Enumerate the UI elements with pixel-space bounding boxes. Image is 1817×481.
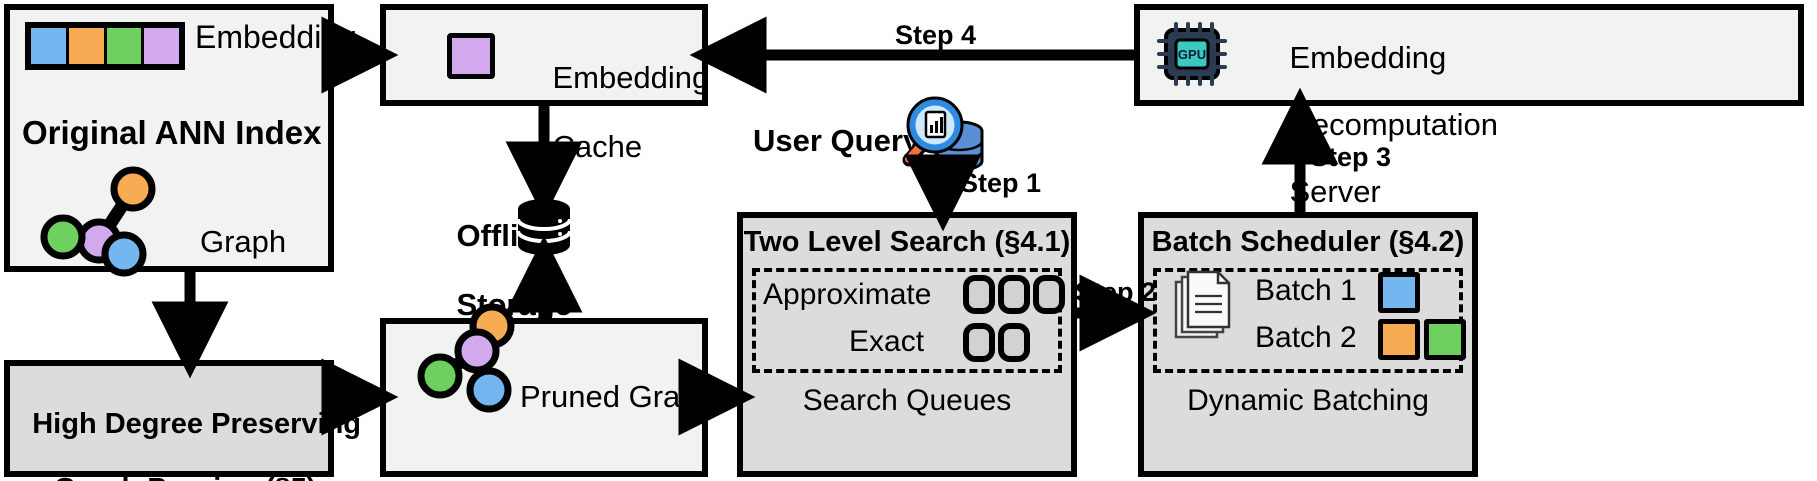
embedding-cell-orange <box>68 28 107 64</box>
embedding-cache-title: Embedding Cache <box>518 26 709 200</box>
batch-1-label: Batch 1 <box>1255 274 1357 307</box>
embedding-cell-purple <box>144 28 179 64</box>
graph-pruning-box <box>4 360 334 477</box>
step-3-label: Step 3 <box>1310 142 1392 172</box>
ers-line3: Server <box>1289 174 1381 210</box>
batch-2-swatch-orange <box>1378 319 1420 360</box>
graph-pruning-line1: High Degree Preserving <box>32 408 362 441</box>
offline-storage-line2: Storage <box>456 287 572 323</box>
graph-pruning-title: High Degree Preserving Graph Pruning (§5… <box>0 376 361 481</box>
batch-scheduler-box <box>1138 212 1478 477</box>
batch-scheduler-title: Batch Scheduler (§4.2) <box>1151 226 1465 258</box>
embedding-cell-blue <box>31 28 69 64</box>
batch-2-label: Batch 2 <box>1255 321 1357 354</box>
approximate-queue-slot-2 <box>998 275 1030 314</box>
batch-1-swatch-blue <box>1378 272 1420 313</box>
approximate-queue-slot-1 <box>963 275 995 314</box>
search-queues-dashed-region <box>752 268 1062 373</box>
exact-queue-slot-2 <box>998 323 1030 362</box>
graph-pruning-line2: Graph Pruning (§5) <box>54 473 317 481</box>
original-ann-index-title: Original ANN Index <box>22 114 322 151</box>
approximate-label: Approximate <box>763 278 932 311</box>
embedding-recomputation-server-title: Embedding Recomputation Server <box>1255 8 1498 242</box>
dynamic-batching-footer: Dynamic Batching <box>1187 384 1429 417</box>
query-db-stack <box>934 120 984 172</box>
two-level-search-title: Two Level Search (§4.1) <box>743 226 1071 258</box>
exact-queue-slot-1 <box>963 323 995 362</box>
user-query-label: User Query <box>753 123 921 158</box>
embedding-cache-line2: Cache <box>552 129 643 165</box>
offline-storage-line1: Offline <box>456 217 555 253</box>
graph-label: Graph <box>200 224 287 259</box>
embedding-recomputation-server-box <box>1134 4 1804 106</box>
step-4-label: Step 4 <box>895 20 977 50</box>
pruned-graph-label: Pruned Graph <box>520 379 715 414</box>
step-2-label: Step 2 <box>1075 277 1157 307</box>
ers-line1: Embedding <box>1289 40 1447 76</box>
embedding-vector-strip <box>25 22 185 70</box>
embedding-cache-swatch-purple <box>447 33 495 79</box>
embedding-label: Embedding <box>195 19 357 55</box>
embedding-cache-line1: Embedding <box>552 59 710 95</box>
approximate-queue-slot-3 <box>1033 275 1065 314</box>
step-1-label: Step 1 <box>960 168 1042 198</box>
batch-2-swatch-green <box>1424 319 1466 360</box>
exact-label: Exact <box>849 325 925 358</box>
search-queues-footer: Search Queues <box>802 384 1012 417</box>
ers-line2: Recomputation <box>1289 107 1498 143</box>
embedding-cell-green <box>106 28 145 64</box>
